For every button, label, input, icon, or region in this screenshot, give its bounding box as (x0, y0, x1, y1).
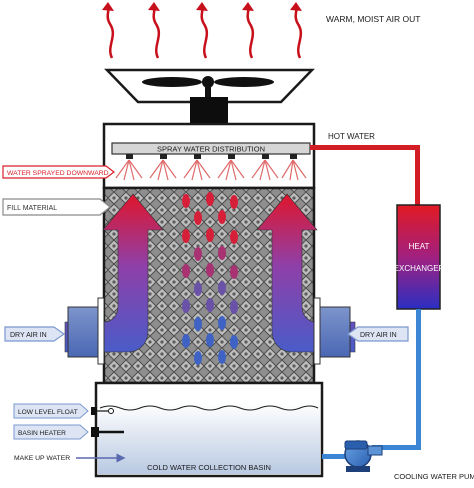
warm-air-arrows (102, 2, 303, 59)
wavy-arrow-icon (290, 2, 303, 59)
make-up-water-line: MAKE UP WATER (14, 453, 126, 463)
left-air-duct: DRY AIR IN (4, 306, 99, 358)
wavy-arrow-icon (196, 2, 209, 59)
fill-material-label: FILL MATERIAL (7, 205, 57, 212)
low-level-float-label: LOW LEVEL FLOAT (18, 409, 78, 416)
callout-water-sprayed: WATER SPRAYED DOWNWARD (2, 165, 115, 179)
air-inlet-left (97, 297, 105, 365)
spray-distribution-label: SPRAY WATER DISTRIBUTION (157, 145, 265, 154)
dry-air-in-left-label: DRY AIR IN (10, 332, 47, 339)
make-up-water-label: MAKE UP WATER (14, 455, 70, 462)
basin-heater-label: BASIN HEATER (18, 430, 66, 437)
spray-lines (115, 159, 307, 181)
callout-fill-material: FILL MATERIAL (2, 198, 111, 216)
cold-water-pipe (372, 309, 421, 450)
callout-basin-heater: BASIN HEATER (13, 424, 89, 440)
warm-air-out-label: WARM, MOIST AIR OUT (326, 14, 420, 24)
basin-heater (91, 427, 124, 437)
callout-low-level-float: LOW LEVEL FLOAT (13, 403, 89, 419)
wavy-arrow-icon (242, 2, 255, 59)
exchanger-label: EXCHANGER (394, 264, 445, 273)
fan-icon (104, 68, 315, 124)
basin-outlet-pipe (322, 454, 348, 459)
updraft-arrow-left (64, 193, 164, 353)
water-droplets (182, 192, 238, 365)
dry-air-in-right-label: DRY AIR IN (360, 332, 397, 339)
updraft-arrow-right (256, 193, 356, 353)
heat-label: HEAT (409, 242, 430, 251)
water-sprayed-label: WATER SPRAYED DOWNWARD (7, 170, 109, 177)
low-level-float (91, 407, 114, 415)
cold-water-basin: COLD WATER COLLECTION BASIN (94, 381, 324, 478)
basin-label: COLD WATER COLLECTION BASIN (147, 463, 271, 472)
pump-label: COOLING WATER PUMP (394, 472, 474, 481)
hot-water-pipe (310, 145, 420, 207)
wavy-arrow-icon (148, 2, 161, 59)
air-inlet-right (313, 297, 321, 365)
heat-exchanger: HEAT EXCHANGER (394, 204, 445, 310)
right-air-duct: DRY AIR IN (319, 306, 409, 358)
wavy-arrow-icon (102, 2, 115, 59)
hot-water-label: HOT WATER (328, 132, 375, 141)
pump-icon (344, 440, 383, 472)
